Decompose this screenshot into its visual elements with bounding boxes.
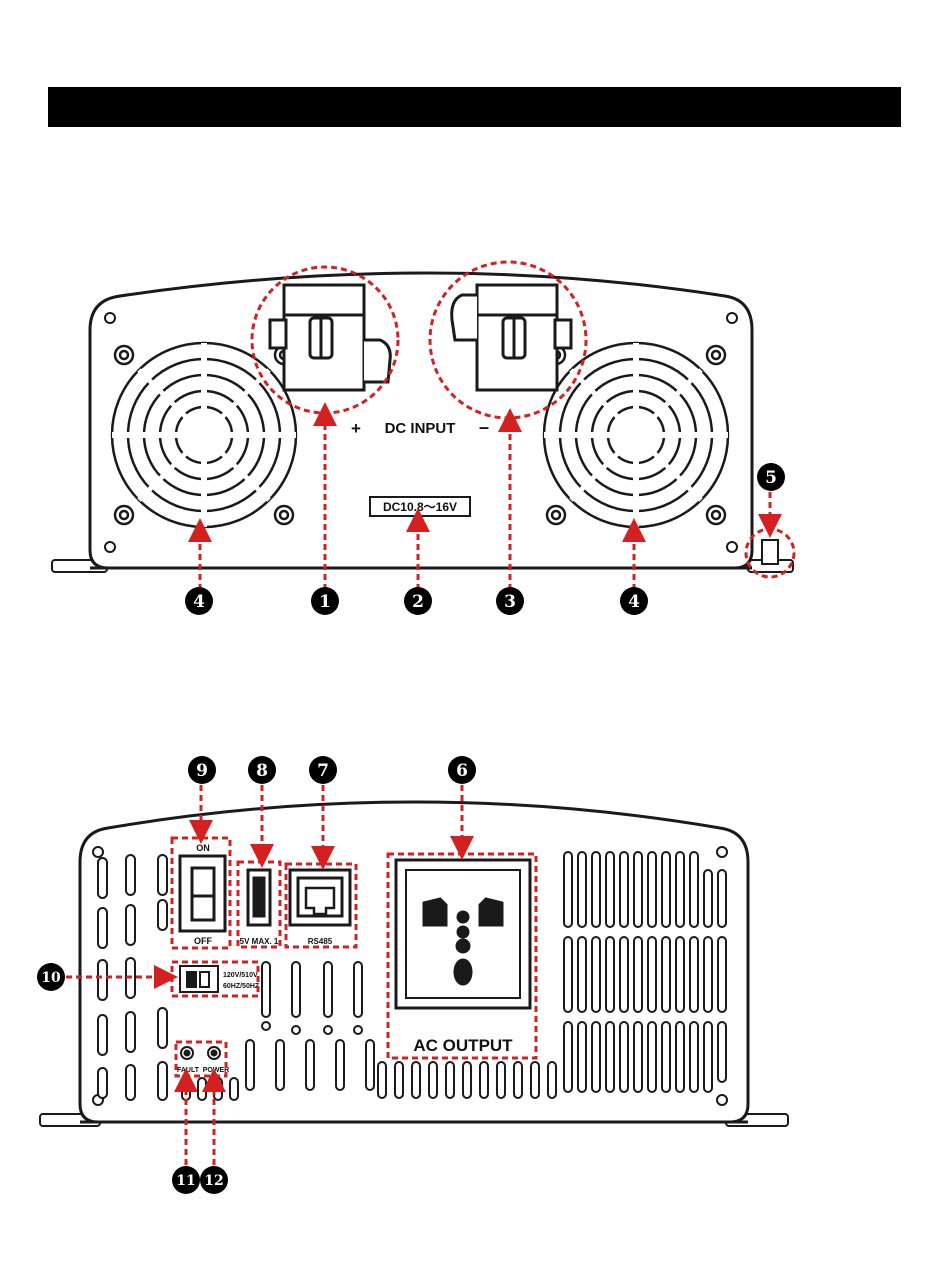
callout-badge-4-right: 4 <box>620 587 648 615</box>
callout-badge-3: 3 <box>496 587 524 615</box>
callout-badge-7: 7 <box>309 756 337 784</box>
callout-badge-12: 12 <box>200 1166 228 1194</box>
minus-sign: – <box>479 417 489 437</box>
svg-text:12: 12 <box>204 1173 223 1189</box>
voltage-label: DC10.8～16V <box>383 500 457 514</box>
callout-badge-8: 8 <box>248 756 276 784</box>
callout-badge-6: 6 <box>448 756 476 784</box>
rs485-port <box>290 870 350 925</box>
selector-label-1: 120V/510V <box>223 972 258 979</box>
switch-on-label: ON <box>196 843 210 853</box>
svg-text:4: 4 <box>628 592 640 612</box>
dc-input-label: DC INPUT <box>385 420 456 437</box>
rear-panel: ON OFF 5V MAX. 1 RS485 120V/510V 60HZ/50… <box>40 802 788 1126</box>
callout-badge-11: 11 <box>172 1166 200 1194</box>
selector-label-2: 60HZ/50HZ <box>223 983 260 990</box>
ground-stud <box>762 540 778 564</box>
svg-text:1: 1 <box>319 592 331 612</box>
svg-text:6: 6 <box>456 761 468 781</box>
callout-badge-2: 2 <box>404 587 432 615</box>
svg-text:9: 9 <box>196 761 208 781</box>
voltage-selector <box>180 966 218 992</box>
usb-label: 5V MAX. 1 <box>240 937 279 946</box>
callout-badge-10: 10 <box>37 963 65 991</box>
callout-badge-4-left: 4 <box>185 587 213 615</box>
callout-badge-1: 1 <box>311 587 339 615</box>
switch-off-label: OFF <box>194 936 212 946</box>
usb-port <box>248 870 270 925</box>
ac-output-label: AC OUTPUT <box>413 1036 513 1055</box>
svg-text:3: 3 <box>504 592 516 612</box>
fault-led <box>181 1047 193 1059</box>
power-led <box>208 1047 220 1059</box>
plus-sign: + <box>351 419 361 438</box>
svg-text:8: 8 <box>256 761 268 781</box>
ac-outlet <box>396 860 530 1008</box>
svg-text:4: 4 <box>193 592 205 612</box>
callout-badge-9: 9 <box>188 756 216 784</box>
svg-text:2: 2 <box>412 592 424 612</box>
svg-text:10: 10 <box>41 970 61 986</box>
svg-text:11: 11 <box>176 1173 195 1189</box>
right-fan-icon <box>544 343 728 527</box>
left-fan-icon <box>112 343 296 527</box>
svg-text:7: 7 <box>317 761 329 781</box>
callout-badge-5: 5 <box>757 463 785 491</box>
svg-text:5: 5 <box>765 468 777 488</box>
fault-label: FAULT <box>177 1067 200 1074</box>
front-panel: + DC INPUT – DC10.8～16V <box>52 273 793 572</box>
power-switch <box>180 856 225 931</box>
rs485-label: RS485 <box>308 937 333 946</box>
